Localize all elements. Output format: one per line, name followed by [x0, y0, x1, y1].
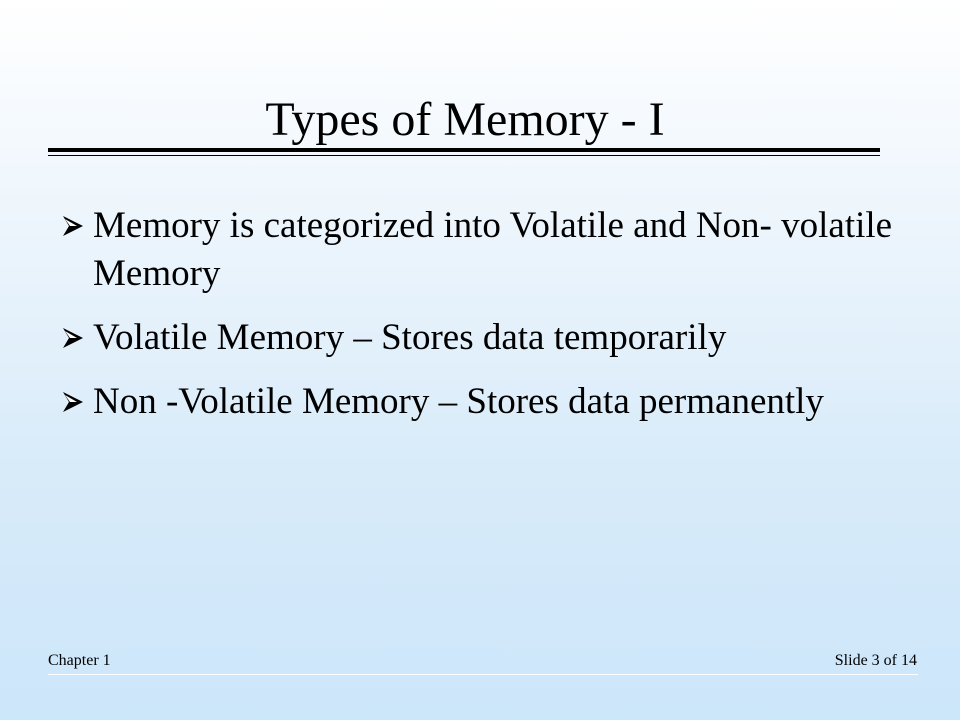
bullet-text: Memory is categorized into Volatile and … — [93, 205, 893, 294]
footer-slide-number: Slide 3 of 14 — [834, 652, 917, 669]
bullet-item: Volatile Memory – Stores data temporaril… — [62, 314, 902, 362]
bullet-text: Non -Volatile Memory – Stores data perma… — [93, 381, 824, 422]
footer-divider — [48, 674, 918, 675]
bullet-list: Memory is categorized into Volatile and … — [62, 202, 902, 442]
bullet-item: Memory is categorized into Volatile and … — [62, 202, 902, 298]
arrowhead-bullet-icon — [63, 392, 83, 412]
bullet-text: Volatile Memory – Stores data temporaril… — [93, 317, 727, 358]
slide-title: Types of Memory - I — [265, 93, 665, 146]
title-underline-thin — [48, 155, 880, 156]
arrowhead-bullet-icon — [63, 216, 83, 236]
title-underline-thick — [48, 148, 880, 152]
bullet-item: Non -Volatile Memory – Stores data perma… — [62, 378, 902, 426]
arrowhead-bullet-icon — [63, 328, 83, 348]
footer-chapter: Chapter 1 — [48, 652, 111, 669]
